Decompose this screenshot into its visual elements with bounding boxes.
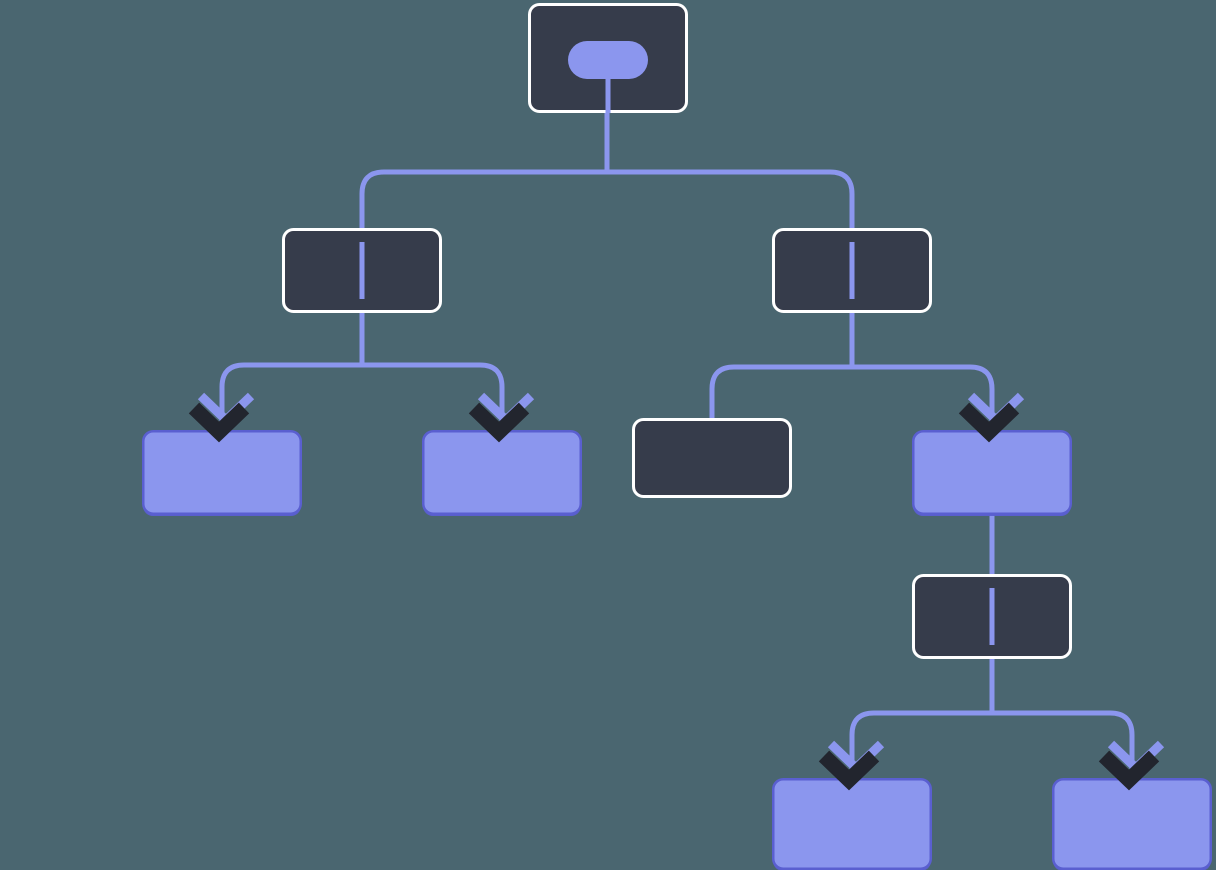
root-node[interactable] [528,3,688,114]
node-layer [142,3,1212,870]
connector-right1-to-dark [709,364,852,418]
node-body [422,430,582,515]
vertical-line-icon [359,242,365,299]
arrow-chevron [188,402,250,443]
node-body [632,418,792,498]
vertical-line-icon [989,588,995,645]
arrowhead-leaf-five [1098,740,1165,791]
arrowhead-leaf-two [468,392,535,443]
arrowhead-layer [188,392,1165,791]
node-body [912,430,1072,515]
arrow-chevron [818,750,880,791]
arrowhead-leaf-one [188,392,255,443]
arrowhead-leaf-four [818,740,885,791]
connector-left1-to-leaf2 [362,362,505,430]
stem-icon [605,63,611,113]
level1-right-node[interactable] [772,228,932,313]
level4-leaf-two[interactable] [1052,778,1212,870]
connector-right1-to-leaf3 [852,364,995,430]
arrow-chevron [468,402,530,443]
connector-level3-to-leaf4a [849,710,992,778]
level4-leaf-one[interactable] [772,778,932,870]
connector-level3-to-leaf4b [992,710,1135,778]
node-body [142,430,302,515]
level2-dark-terminal[interactable] [632,418,792,498]
node-body [772,778,932,870]
level1-left-node[interactable] [282,228,442,313]
level2-leaf-three[interactable] [912,430,1072,516]
level3-dark-node[interactable] [912,574,1072,659]
node-body [1052,778,1212,870]
connector-root-to-left1 [359,169,607,228]
connector-root-to-right1 [607,169,855,228]
vertical-line-icon [849,242,855,299]
level2-leaf-one[interactable] [142,430,302,516]
connector-left1-to-leaf1 [219,362,362,430]
arrowhead-leaf-three [958,392,1025,443]
arrow-chevron [958,402,1020,443]
connector-layer [219,113,1135,778]
level2-leaf-two[interactable] [422,430,582,516]
arrow-chevron [1098,750,1160,791]
pill-icon [568,41,648,79]
